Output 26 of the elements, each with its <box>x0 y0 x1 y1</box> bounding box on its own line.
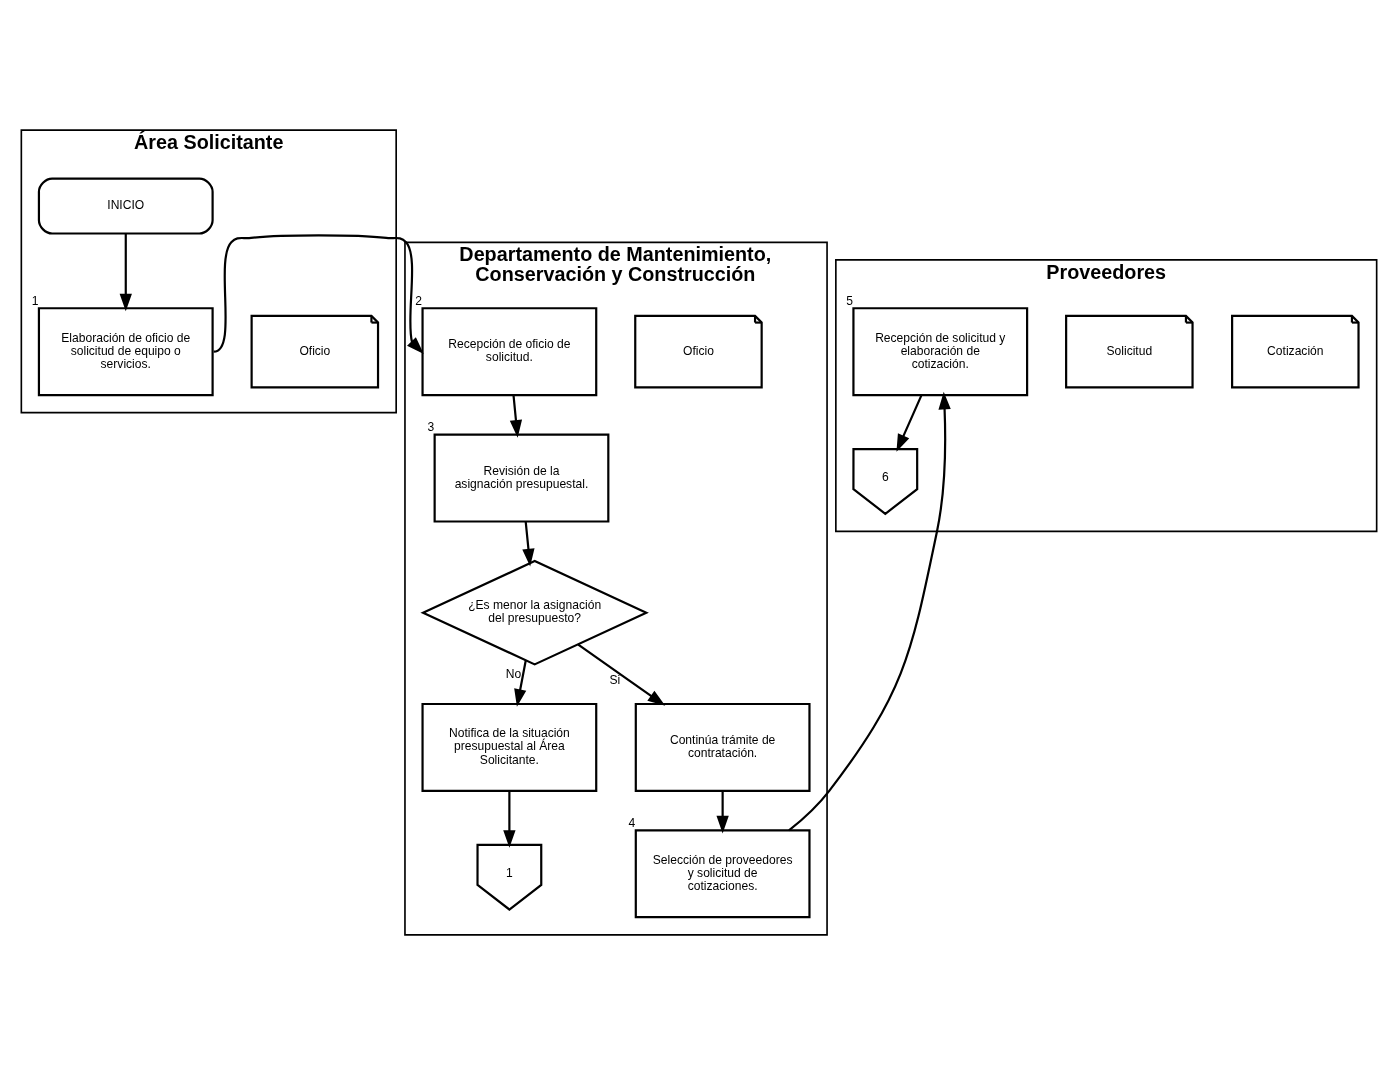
node-box: Continúa trámite de contratación. <box>634 702 811 792</box>
node-label: 2 <box>415 293 423 308</box>
edge-label: Si <box>609 672 621 687</box>
arrow <box>514 660 527 707</box>
node-box: Revisión de la asignación presupuestal. <box>433 433 610 523</box>
arrow <box>577 643 666 706</box>
arrow <box>896 394 923 452</box>
node-box: Notifica de la situación presupuestal al Área Solicitante. <box>421 702 598 792</box>
node-box: Recepción de oficio de solicitud. <box>421 307 598 397</box>
node-label: 3 <box>427 420 435 435</box>
arrow <box>522 521 535 567</box>
node-box: INICIO <box>37 177 214 235</box>
arrow <box>788 391 951 832</box>
node-label: 4 <box>628 815 636 830</box>
arrow <box>213 234 424 355</box>
arrow <box>509 395 523 438</box>
arrow <box>119 233 132 312</box>
edge-label: No <box>505 667 522 682</box>
node-label: 1 <box>31 293 39 308</box>
node-diamond: ¿Es menor la asignación del presupuesto? <box>420 559 649 666</box>
arrow <box>503 790 516 848</box>
node-box: Selección de proveedores y solicitud de cotizaciones. <box>634 829 811 919</box>
node-box: Elaboración de oficio de solicitud de equipo o servicios. <box>37 307 214 397</box>
arrow <box>716 790 729 834</box>
node-box: Recepción de solicitud y elaboración de cotización. <box>852 307 1029 397</box>
node-label: 5 <box>846 293 853 308</box>
